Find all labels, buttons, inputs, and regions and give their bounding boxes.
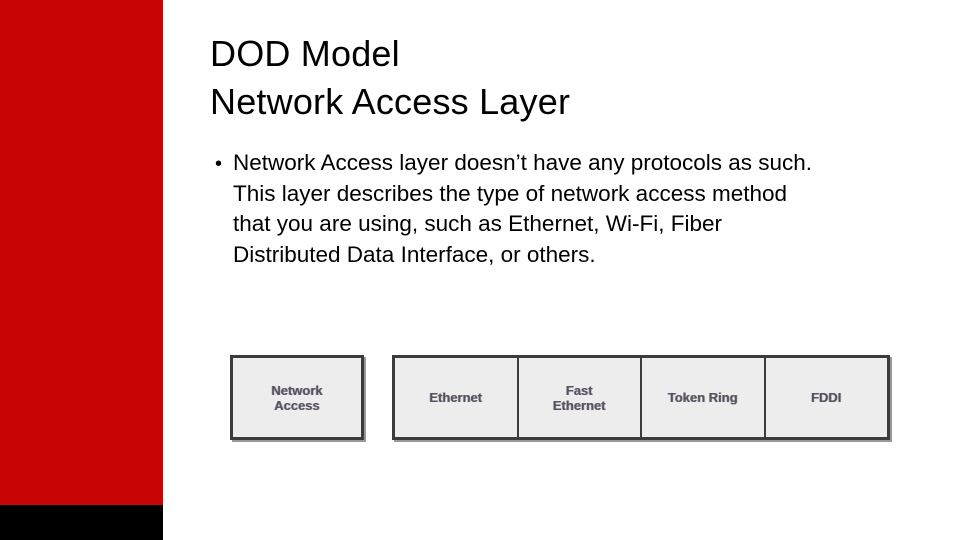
protocol-label-token-ring: Token Ring (667, 390, 738, 405)
protocol-box-fddi: FDDI (766, 358, 888, 437)
body-line-2: This layer describes the type of network… (233, 180, 788, 206)
protocol-box-fast-ethernet: Fast Ethernet (519, 358, 642, 437)
protocol-box-token-ring: Token Ring (642, 358, 766, 437)
layer-box-label: Network Access (271, 382, 323, 413)
title-line-1: DOD Model (210, 33, 400, 74)
slide-title: DOD Model Network Access Layer (210, 30, 570, 126)
bullet-text: Network Access layer doesn’t have any pr… (233, 148, 812, 270)
title-line-2: Network Access Layer (210, 81, 571, 122)
left-accent-bar (0, 0, 163, 505)
body-line-4: Distributed Data Interface, or others. (233, 241, 596, 267)
body-line-3: that you are using, such as Ethernet, Wi… (233, 211, 722, 236)
layer-box-network-access: Network Access (230, 355, 364, 440)
protocol-box-ethernet: Ethernet (395, 358, 519, 437)
bullet-marker: • (215, 153, 223, 175)
body-line-1: Network Access layer doesn’t have any pr… (233, 150, 813, 175)
protocol-box-group: Ethernet Fast Ethernet Token Ring FDDI (392, 355, 890, 440)
protocol-label-fddi: FDDI (811, 390, 842, 405)
protocol-label-ethernet: Ethernet (429, 390, 483, 405)
bullet-paragraph: • Network Access layer doesn’t have any … (215, 148, 812, 270)
protocol-label-fast-ethernet: Fast Ethernet (552, 382, 606, 413)
bottom-left-footer-bar (0, 505, 163, 540)
